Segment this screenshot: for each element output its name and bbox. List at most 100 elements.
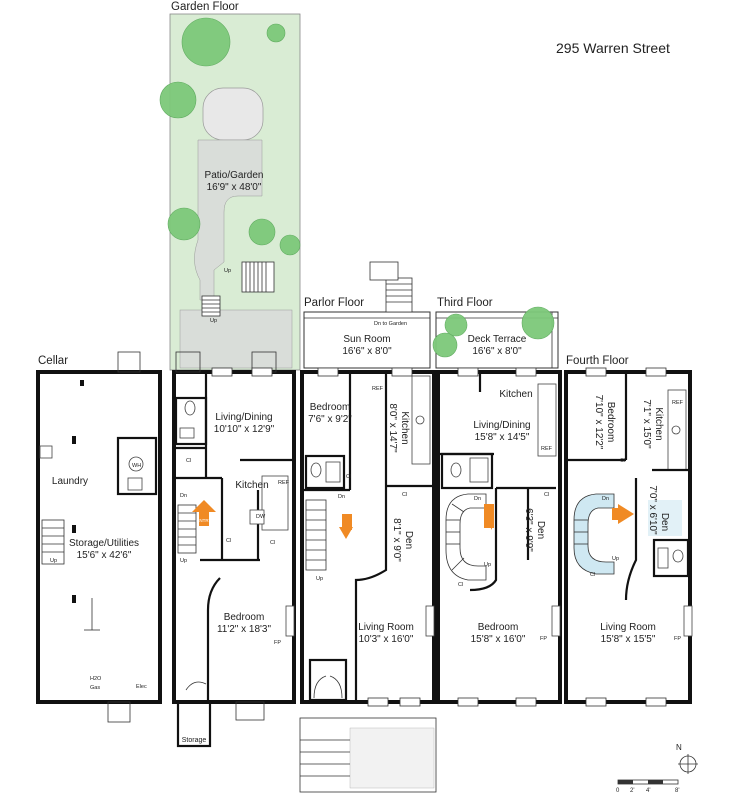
scale-tick: 8' xyxy=(675,788,679,794)
up-label: Up xyxy=(50,558,57,564)
room-dim: 15'8" x 14'5" xyxy=(475,432,530,443)
bath-third xyxy=(440,452,494,490)
garden-steps xyxy=(201,295,221,317)
entry-label: ENTRY xyxy=(196,518,211,523)
room-name: Living Room xyxy=(600,622,656,633)
parlor-vestibule xyxy=(308,658,348,702)
room-dim: 16'6" x 8'0" xyxy=(342,346,392,357)
fp-label: FP xyxy=(274,640,281,646)
room-dim: 16'6" x 8'0" xyxy=(472,346,522,357)
closet-label: Cl xyxy=(402,492,407,498)
room-dim: 7'1" x 15'0" xyxy=(641,399,652,449)
window-marks xyxy=(211,367,667,707)
closet-label: Cl xyxy=(544,492,549,498)
tree-icon xyxy=(521,306,555,340)
deck-terrace-area xyxy=(432,306,559,369)
closet-label: Cl xyxy=(270,540,275,546)
up-label: Up xyxy=(210,318,217,324)
room-name: Patio/Garden xyxy=(205,170,264,181)
parlor-floor-plan xyxy=(299,370,437,793)
tree-icon xyxy=(248,218,276,246)
dn-label: Dn xyxy=(338,494,345,500)
third-spiral-stair xyxy=(445,493,487,581)
address-title: 295 Warren Street xyxy=(556,40,670,56)
storage-vestibule xyxy=(176,700,212,748)
room-dim: 15'8" x 15'5" xyxy=(601,634,656,645)
fp-label: FP xyxy=(674,636,681,642)
garden-lot xyxy=(159,13,301,371)
elec-label: Elec xyxy=(136,684,147,690)
room-dim: 15'8" x 16'0" xyxy=(471,634,526,645)
kitchen-counter-third xyxy=(537,383,557,457)
closet-label: Cl xyxy=(186,458,191,464)
fourth-spiral-stair xyxy=(573,493,615,575)
room-dim: 16'9" x 48'0" xyxy=(207,182,262,193)
wh-label: WH xyxy=(132,463,141,469)
room-name: Bedroom xyxy=(605,402,616,443)
floor-label-garden: Garden Floor xyxy=(171,1,239,13)
floor-label-cellar: Cellar xyxy=(38,355,68,367)
patio-paving xyxy=(194,139,263,301)
tree-icon xyxy=(444,313,468,337)
parlor-stair xyxy=(305,499,327,571)
patio-lawn-cutout xyxy=(202,87,264,141)
tree-icon xyxy=(279,234,301,256)
dn-label: Dn xyxy=(602,496,609,502)
room-name: Bedroom xyxy=(224,612,265,623)
room-dim: 8'1" x 9'0" xyxy=(391,518,402,562)
closet-label: Cl xyxy=(458,582,463,588)
room-name: Den xyxy=(535,521,546,539)
scale-bar: 0 2' 4' 8' xyxy=(616,779,679,794)
dw-label: DW xyxy=(256,514,266,520)
up-label: Up xyxy=(316,576,323,582)
tree-icon xyxy=(432,332,458,358)
tree-icon xyxy=(181,17,231,67)
dn-to-garden-label: Dn to Garden xyxy=(374,321,407,327)
room-name: Den xyxy=(659,513,670,531)
room-dim: 7'0" x 6'10" xyxy=(647,485,658,535)
north-label: N xyxy=(676,743,682,752)
cellar-stair xyxy=(41,519,65,565)
dn-label: Dn xyxy=(474,496,481,502)
closet-label: Cl xyxy=(226,538,231,544)
garden-stair xyxy=(241,261,275,293)
bath-fourth xyxy=(652,538,690,578)
bath-parlor xyxy=(304,454,346,490)
ref-label: REF xyxy=(278,480,290,486)
up-label: Up xyxy=(484,562,491,568)
room-name: Living Room xyxy=(358,622,414,633)
h2o-label: H2O xyxy=(90,676,102,682)
kitchen-counter xyxy=(261,475,289,531)
entry-arrow-icon xyxy=(192,500,216,512)
room-name: Kitchen xyxy=(499,389,532,400)
small-labels: Up Up Up Up Up Up Up Dn Dn Dn Dn Dn to G… xyxy=(50,268,684,691)
room-dim: 7'6" x 9'2" xyxy=(308,414,352,425)
sun-room-area xyxy=(303,261,431,369)
scale-tick: 4' xyxy=(646,788,650,794)
closet-label: Cl xyxy=(620,458,625,464)
garden-stair-inner xyxy=(177,504,197,554)
room-dim: 11'2" x 18'3" xyxy=(217,624,272,635)
floor-label-third: Third Floor xyxy=(437,297,493,309)
up-label: Up xyxy=(180,558,187,564)
gas-label: Gas xyxy=(90,685,100,691)
room-name: Den xyxy=(403,531,414,549)
storage-label: Storage xyxy=(182,737,207,744)
room-name: Bedroom xyxy=(310,402,351,413)
compass: N xyxy=(676,743,698,774)
lower-paving xyxy=(179,309,293,369)
room-dim: 10'10" x 12'9" xyxy=(214,424,275,435)
stoop xyxy=(299,717,437,793)
up-label: Up xyxy=(612,556,619,562)
room-name: Bedroom xyxy=(478,622,519,633)
ref-label: REF xyxy=(541,446,553,452)
dn-label: Dn xyxy=(180,493,187,499)
room-name: Kitchen xyxy=(399,411,410,444)
water-heater-closet xyxy=(116,436,158,496)
room-name: Deck Terrace xyxy=(468,334,527,345)
cellar-plan xyxy=(36,351,162,723)
room-name: Laundry xyxy=(52,476,88,487)
garden-floor-plan xyxy=(172,351,296,748)
room-name: Kitchen xyxy=(235,480,268,491)
floor-label-parlor: Parlor Floor xyxy=(304,297,364,309)
